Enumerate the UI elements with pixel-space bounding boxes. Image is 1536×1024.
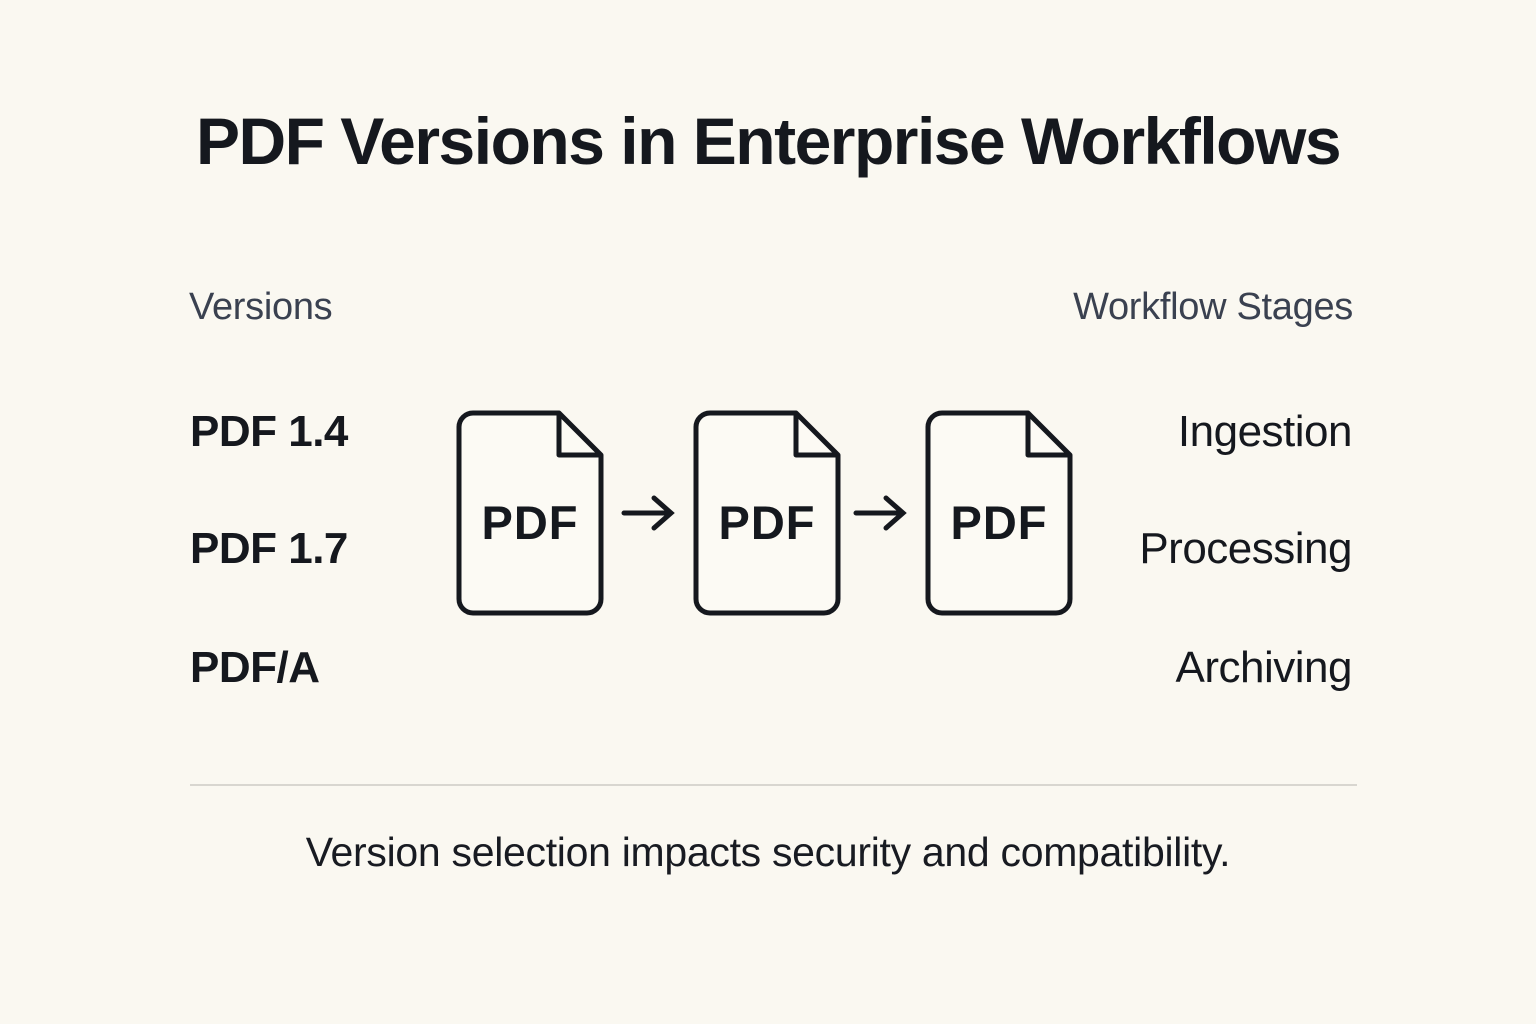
version-label-pdf-1-7: PDF 1.7 bbox=[190, 524, 348, 573]
versions-column-header: Versions bbox=[189, 286, 333, 328]
pdf-document-icon: PDF bbox=[456, 410, 604, 616]
workflow-stages-column-header: Workflow Stages bbox=[1073, 286, 1353, 328]
pdf-document-label: PDF bbox=[719, 496, 816, 549]
pdf-document-icon: PDF bbox=[925, 410, 1073, 616]
version-label-pdf-1-4: PDF 1.4 bbox=[190, 407, 348, 456]
stage-label-processing: Processing bbox=[1139, 524, 1352, 573]
stage-label-ingestion: Ingestion bbox=[1177, 407, 1353, 456]
pdf-document-label: PDF bbox=[482, 496, 579, 549]
right-arrow-icon bbox=[853, 495, 907, 531]
divider bbox=[190, 784, 1357, 786]
page-title: PDF Versions in Enterprise Workflows bbox=[195, 104, 1342, 178]
pdf-document-icon: PDF bbox=[693, 410, 841, 616]
footer-note: Version selection impacts security and c… bbox=[305, 829, 1231, 875]
version-label-pdf-a: PDF/A bbox=[190, 643, 320, 692]
stage-label-archiving: Archiving bbox=[1175, 643, 1353, 692]
pdf-document-label: PDF bbox=[951, 496, 1048, 549]
right-arrow-icon bbox=[621, 495, 675, 531]
